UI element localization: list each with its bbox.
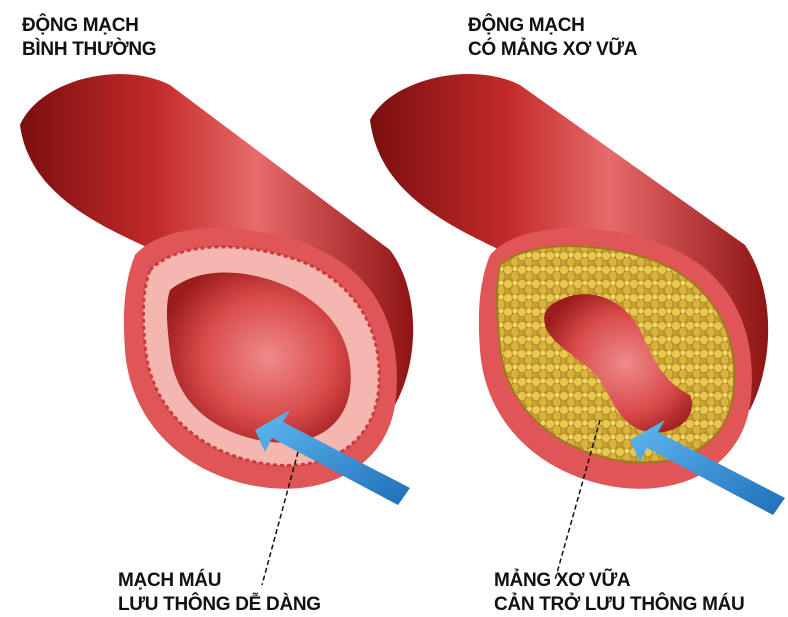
blood-flow-caption-line2: LƯU THÔNG DỄ DÀNG xyxy=(118,593,321,617)
blood-flow-caption: MẠCH MÁU LƯU THÔNG DỄ DÀNG xyxy=(118,569,321,617)
normal-artery-title-line1: ĐỘNG MẠCH xyxy=(22,14,156,38)
normal-artery-title-line2: BÌNH THƯỜNG xyxy=(22,38,156,62)
normal-artery xyxy=(20,74,413,585)
normal-artery-title: ĐỘNG MẠCH BÌNH THƯỜNG xyxy=(22,14,156,62)
plaque-caption-line2: CẢN TRỞ LƯU THÔNG MÁU xyxy=(494,593,744,617)
plaque-caption: MẢNG XƠ VỮA CẢN TRỞ LƯU THÔNG MÁU xyxy=(494,569,744,617)
plaque-artery-title-line1: ĐỘNG MẠCH xyxy=(468,14,637,38)
plaque-artery-title: ĐỘNG MẠCH CÓ MẢNG XƠ VỮA xyxy=(468,14,637,62)
blood-flow-caption-line1: MẠCH MÁU xyxy=(118,569,321,593)
plaque-caption-line1: MẢNG XƠ VỮA xyxy=(494,569,744,593)
plaque-artery xyxy=(370,74,785,580)
plaque-artery-title-line2: CÓ MẢNG XƠ VỮA xyxy=(468,38,637,62)
